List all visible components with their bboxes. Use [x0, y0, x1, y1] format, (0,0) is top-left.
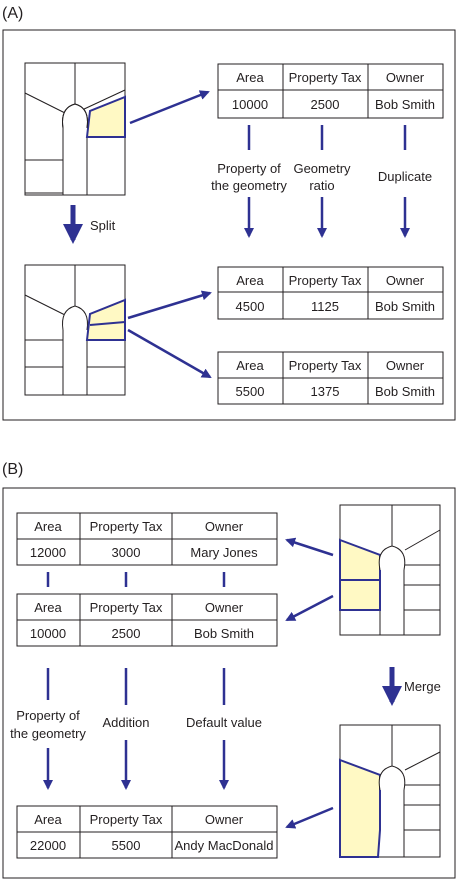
table-header: Property Tax — [289, 70, 362, 85]
table-header: Property Tax — [90, 600, 163, 615]
property-table-input-1: Area Property Tax Owner 12000 3000 Mary … — [16, 512, 278, 566]
table-header: Owner — [205, 519, 244, 534]
rule-label: ratio — [309, 178, 334, 193]
rule-label: Addition — [103, 715, 150, 730]
table-header: Area — [34, 519, 62, 534]
arrow-to-original-table — [129, 90, 210, 125]
parcel-map-after-split — [24, 264, 126, 396]
rule-label: Property of — [16, 708, 80, 723]
table-cell: Mary Jones — [190, 545, 258, 560]
property-table-split-2: Area Property Tax Owner 5500 1375 Bob Sm… — [217, 351, 444, 405]
table-header: Owner — [205, 600, 244, 615]
table-cell: 3000 — [112, 545, 141, 560]
panel-b-label: (B) — [2, 461, 23, 478]
table-cell: 2500 — [112, 626, 141, 641]
parcel-map-after-merge — [339, 724, 441, 858]
merge-label: Merge — [404, 679, 441, 694]
panel-b-frame — [2, 487, 456, 879]
table-header: Area — [34, 812, 62, 827]
table-cell: 12000 — [30, 545, 66, 560]
table-cell: 5500 — [236, 384, 265, 399]
table-cell: 2500 — [311, 97, 340, 112]
table-header: Owner — [386, 358, 425, 373]
table-header: Owner — [386, 70, 425, 85]
rule-label: Default value — [186, 715, 262, 730]
table-header: Property Tax — [90, 812, 163, 827]
rule-label: Property of — [217, 161, 281, 176]
table-header: Area — [236, 70, 264, 85]
parcel-map-before-split — [24, 62, 126, 196]
arrow-to-split-table-1 — [127, 290, 212, 320]
table-header: Area — [34, 600, 62, 615]
rule-label: the geometry — [10, 726, 86, 741]
property-table-merged: Area Property Tax Owner 22000 5500 Andy … — [16, 805, 278, 859]
table-cell: Andy MacDonald — [175, 838, 274, 853]
table-cell: 1125 — [311, 299, 339, 314]
table-cell: 10000 — [232, 97, 268, 112]
table-cell: 10000 — [30, 626, 66, 641]
rule-label: the geometry — [211, 178, 287, 193]
rule-label: Geometry — [293, 161, 351, 176]
table-cell: 22000 — [30, 838, 66, 853]
table-cell: Bob Smith — [375, 384, 435, 399]
property-table-input-2: Area Property Tax Owner 10000 2500 Bob S… — [16, 593, 278, 647]
arrow-to-input-table-2 — [285, 594, 334, 622]
arrow-to-split-table-2 — [127, 328, 212, 379]
table-header: Area — [236, 273, 264, 288]
property-table-original: Area Property Tax Owner 10000 2500 Bob S… — [217, 63, 444, 119]
panel-a-label: (A) — [2, 5, 23, 22]
table-cell: 4500 — [236, 299, 265, 314]
arrow-to-output-table — [285, 806, 334, 829]
table-header: Property Tax — [90, 519, 163, 534]
table-header: Property Tax — [289, 358, 362, 373]
parcel-map-before-merge — [339, 504, 441, 636]
arrow-to-input-table-1 — [285, 537, 334, 557]
table-header: Area — [236, 358, 264, 373]
table-cell: Bob Smith — [194, 626, 254, 641]
table-cell: 5500 — [112, 838, 141, 853]
table-header: Property Tax — [289, 273, 362, 288]
table-cell: 1375 — [311, 384, 340, 399]
split-label: Split — [90, 218, 116, 233]
property-table-split-1: Area Property Tax Owner 4500 1125 Bob Sm… — [217, 266, 444, 320]
table-cell: Bob Smith — [375, 299, 435, 314]
table-header: Owner — [205, 812, 244, 827]
rule-label: Duplicate — [378, 169, 432, 184]
panel-a-frame — [2, 29, 456, 421]
table-header: Owner — [386, 273, 425, 288]
table-cell: Bob Smith — [375, 97, 435, 112]
